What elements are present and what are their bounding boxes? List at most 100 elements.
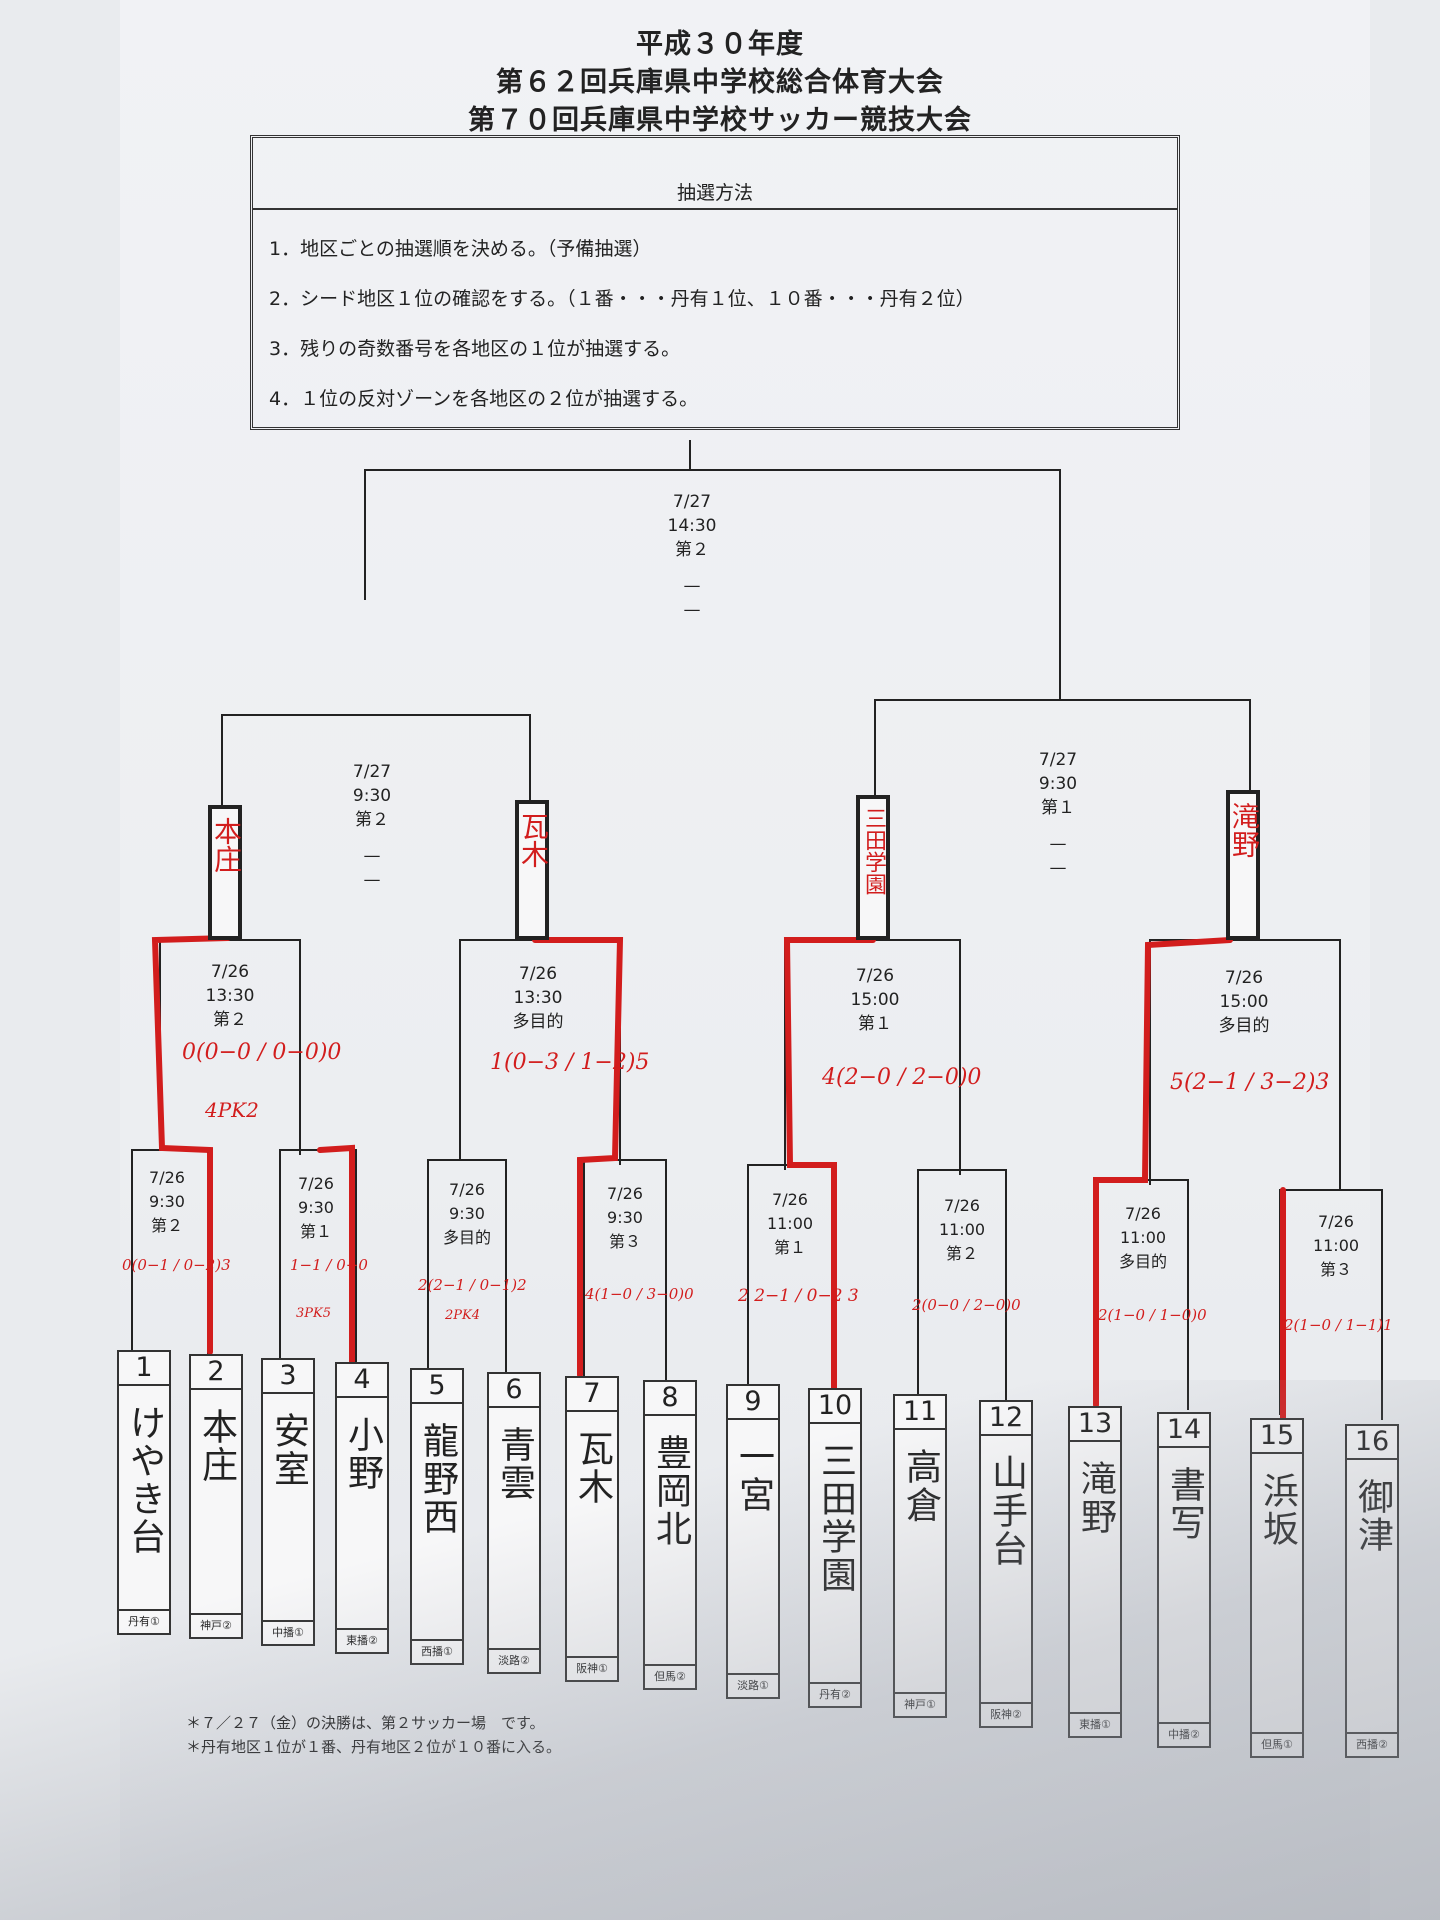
qf-winner-name: 本庄 [210, 817, 243, 873]
team-name: 安室 [268, 1412, 309, 1488]
r1-3-extra: 2PK4 [445, 1308, 481, 1323]
team-name: 青雲 [494, 1426, 535, 1502]
r1-1-info: 7/26 9:30 第２ [107, 1166, 227, 1238]
r1-venue: 第１ [773, 1238, 806, 1257]
semifinal-date: 7/27 [1038, 750, 1078, 770]
r1-4-info: 7/26 9:30 第３ [565, 1182, 685, 1254]
team-region: 東播② [337, 1628, 387, 1652]
r1-time: 9:30 [607, 1208, 643, 1227]
team-number: 3 [263, 1360, 313, 1394]
team-box: 2 本庄 神戸② [189, 1354, 243, 1639]
semifinal-score-1: — [363, 846, 381, 866]
qf-date: 7/26 [210, 962, 250, 982]
r1-time: 11:00 [1312, 1236, 1360, 1255]
semifinal-score-2: — [1049, 858, 1067, 878]
team-box: 15 浜坂 但馬① [1250, 1418, 1304, 1758]
team-region: 阪神② [981, 1702, 1031, 1726]
r1-2-extra: 3PK5 [296, 1306, 332, 1321]
team-box: 12 山手台 阪神② [979, 1400, 1033, 1728]
qf-winner-name: 瓦木 [517, 812, 550, 868]
team-box: 3 安室 中播① [261, 1358, 315, 1646]
qf-2-info: 7/26 13:30 多目的 [478, 962, 598, 1034]
draw-method-item: 4．１位の反対ゾーンを各地区の２位が抽選する。 [269, 388, 699, 410]
qf-date: 7/26 [1224, 968, 1264, 988]
qf-winner-name: 三田学園 [861, 807, 886, 895]
team-name: けやき台 [124, 1404, 165, 1556]
r1-6-score: 2(0−0 / 2−0)0 [912, 1296, 1021, 1314]
team-region: 中播② [1159, 1722, 1209, 1746]
qf-winner-box: 瓦木 [515, 800, 550, 940]
qf-venue: 第１ [858, 1014, 892, 1034]
team-number: 7 [567, 1378, 617, 1412]
team-number: 4 [337, 1364, 387, 1398]
semifinal-2-info: 7/27 9:30 第１ — — [998, 748, 1118, 880]
team-name: 豊岡北 [650, 1434, 691, 1548]
team-box: 9 一宮 淡路① [726, 1384, 780, 1699]
qf-date: 7/26 [855, 966, 895, 986]
team-region: 淡路② [489, 1648, 539, 1672]
team-region: 丹有① [119, 1609, 169, 1633]
team-box: 16 御津 西播② [1345, 1424, 1399, 1758]
final-score-1: — [683, 576, 701, 596]
divider [253, 208, 1177, 210]
footnote: ＊７／２７（金）の決勝は、第２サッカー場 です。 [186, 1714, 545, 1732]
title-tournament: 第６２回兵庫県中学校総合体育大会 [496, 67, 944, 98]
final-match-info: 7/27 14:30 第２ — — [632, 490, 752, 622]
qf-time: 13:30 [205, 986, 255, 1006]
team-box: 4 小野 東播② [335, 1362, 389, 1654]
final-time: 14:30 [667, 516, 717, 536]
r1-time: 9:30 [449, 1204, 485, 1223]
r1-venue: 第３ [1319, 1260, 1352, 1279]
team-number: 9 [728, 1386, 778, 1420]
qf-1-info: 7/26 13:30 第２ [170, 960, 290, 1032]
qf-time: 15:00 [1219, 992, 1269, 1012]
r1-date: 7/26 [944, 1196, 980, 1215]
team-box: 14 書写 中播② [1157, 1412, 1211, 1748]
team-box: 10 三田学園 丹有② [808, 1388, 862, 1708]
team-number: 16 [1347, 1426, 1397, 1460]
qf-date: 7/26 [518, 964, 558, 984]
r1-4-score: 4(1−0 / 3−0)0 [585, 1285, 694, 1303]
r1-venue: 第１ [299, 1222, 332, 1241]
team-name: 瓦木 [572, 1430, 613, 1506]
qf-time: 15:00 [850, 990, 900, 1010]
r1-time: 9:30 [298, 1198, 334, 1217]
team-region: 西播② [1347, 1732, 1397, 1756]
qf-4-info: 7/26 15:00 多目的 [1184, 966, 1304, 1038]
team-number: 1 [119, 1352, 169, 1386]
qf-3-score: 4(2−0 / 2−0)0 [822, 1065, 982, 1090]
draw-method-title: 抽選方法 [676, 182, 753, 204]
r1-date: 7/26 [1318, 1212, 1354, 1231]
r1-7-score: 2(1−0 / 1−0)0 [1098, 1306, 1207, 1324]
team-box: 8 豊岡北 但馬② [643, 1380, 697, 1690]
draw-method-item: 2．シード地区１位の確認をする。（１番・・・丹有１位、１０番・・・丹有２位） [269, 288, 975, 310]
r1-date: 7/26 [149, 1168, 185, 1187]
final-date: 7/27 [672, 492, 712, 512]
r1-2-info: 7/26 9:30 第１ [256, 1172, 376, 1244]
qf-2-score: 1(0−3 / 1−2)5 [490, 1050, 650, 1075]
team-name: 三田学園 [815, 1442, 856, 1594]
qf-3-info: 7/26 15:00 第１ [815, 964, 935, 1036]
r1-venue: 第２ [945, 1244, 978, 1263]
team-name: 浜坂 [1257, 1472, 1298, 1548]
team-region: 但馬① [1252, 1732, 1302, 1756]
team-name: 小野 [342, 1416, 383, 1492]
r1-time: 11:00 [938, 1220, 986, 1239]
r1-time: 11:00 [766, 1214, 814, 1233]
semifinal-score-1: — [1049, 834, 1067, 854]
team-number: 6 [489, 1374, 539, 1408]
semifinal-date: 7/27 [352, 762, 392, 782]
team-name: 滝野 [1075, 1460, 1116, 1536]
title-year: 平成３０年度 [636, 29, 804, 60]
final-score-2: — [683, 600, 701, 620]
r1-8-score: 2(1−0 / 1−1)1 [1284, 1316, 1393, 1334]
qf-venue: 多目的 [512, 1012, 564, 1032]
r1-5-info: 7/26 11:00 第１ [730, 1188, 850, 1260]
team-name: 本庄 [196, 1408, 237, 1484]
r1-7-info: 7/26 11:00 多目的 [1083, 1202, 1203, 1274]
team-region: 西播① [412, 1639, 462, 1663]
r1-time: 11:00 [1119, 1228, 1167, 1247]
team-box: 6 青雲 淡路② [487, 1372, 541, 1674]
qf-1-extra: 4PK2 [205, 1098, 259, 1122]
r1-venue: 多目的 [442, 1228, 491, 1247]
